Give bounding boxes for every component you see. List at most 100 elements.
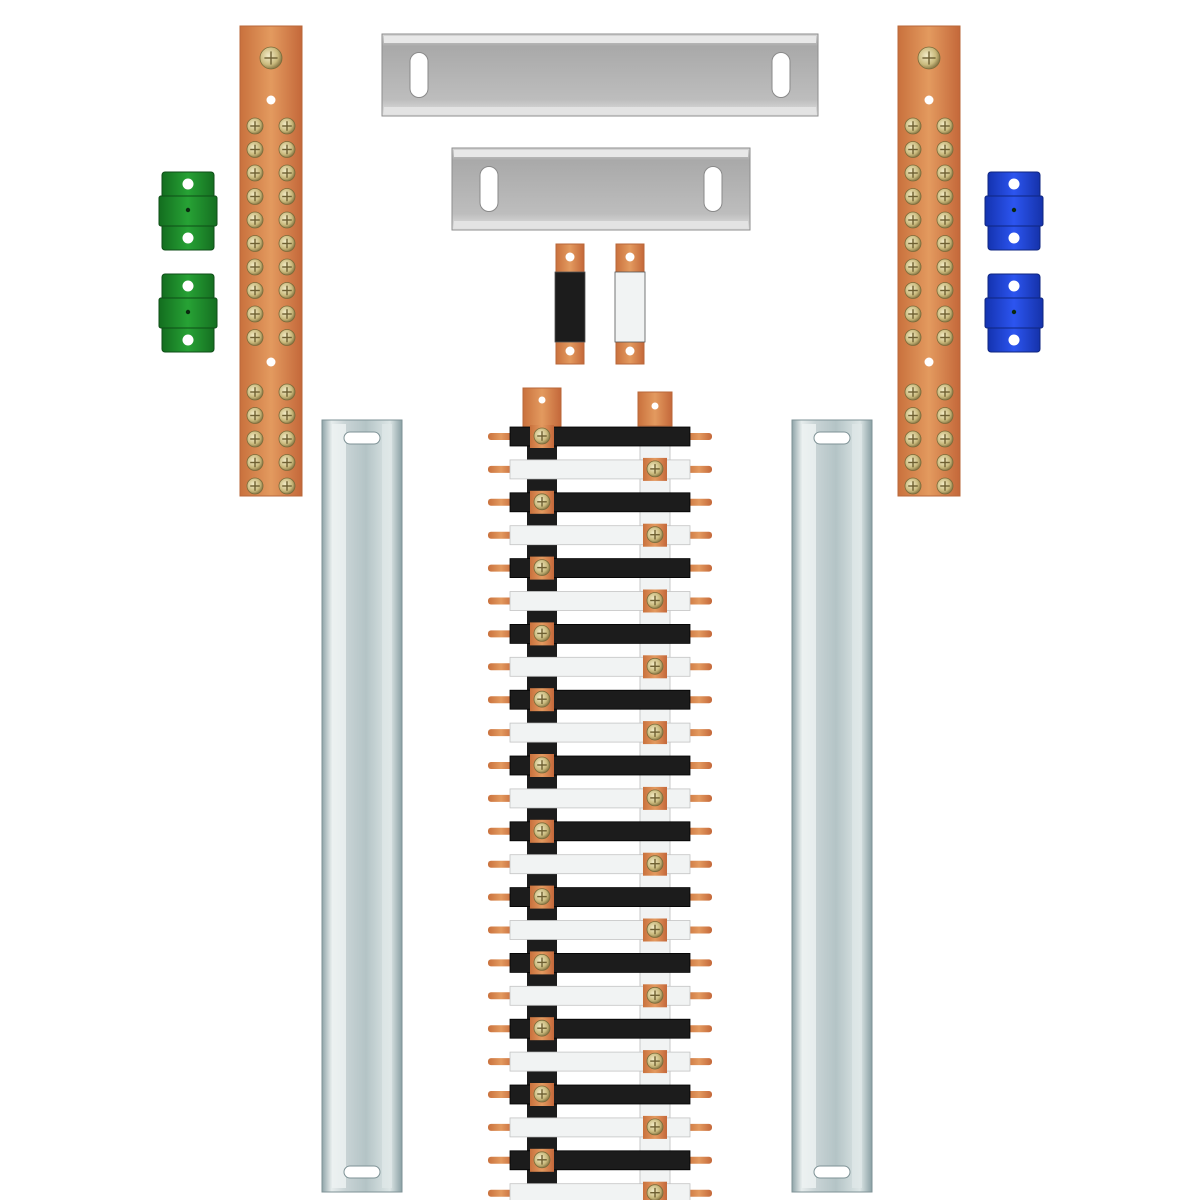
screw [246, 477, 264, 495]
comb-finger [488, 1083, 712, 1106]
mount-hole [182, 280, 194, 292]
screw [278, 141, 296, 158]
screw [936, 454, 954, 471]
comb-finger [488, 852, 712, 876]
screw [533, 1019, 551, 1037]
screw [533, 954, 551, 971]
comb-finger [488, 918, 712, 942]
insulator-blue-top [984, 171, 1044, 251]
comb-finger [488, 523, 712, 547]
mount-hole [182, 178, 194, 190]
screw [936, 383, 954, 401]
screw [259, 46, 283, 70]
screw [246, 188, 264, 205]
screw [936, 235, 954, 252]
screw [646, 592, 664, 609]
busbar-comb [488, 387, 712, 1200]
comb-finger [488, 1017, 712, 1041]
rail-slot [343, 431, 381, 445]
comb-finger [488, 819, 712, 843]
screw [904, 235, 922, 252]
comb-finger [488, 589, 712, 613]
screw [936, 430, 954, 448]
screw [246, 235, 264, 252]
rail-slot [813, 1165, 851, 1179]
comb-finger [488, 1050, 712, 1074]
screw [246, 454, 264, 471]
screw [246, 211, 264, 229]
screw [533, 559, 551, 576]
screw [646, 855, 664, 873]
screw [533, 756, 551, 774]
screw [278, 383, 296, 401]
screw [246, 141, 264, 158]
screw [246, 164, 264, 182]
comb-finger [488, 457, 712, 481]
rail-slot [479, 165, 499, 213]
screw [936, 329, 954, 346]
screw [936, 407, 954, 424]
mount-hole [1008, 280, 1020, 292]
screw [936, 211, 954, 229]
screw [646, 526, 664, 544]
screw [646, 1118, 664, 1136]
insulator-blue-bottom [984, 273, 1044, 353]
screw [278, 188, 296, 205]
screw [246, 258, 264, 276]
bus-link-white [614, 243, 646, 365]
screw [533, 427, 551, 445]
screw [904, 329, 922, 346]
screw [278, 477, 296, 495]
screw [278, 164, 296, 182]
rail-slot [703, 165, 723, 213]
terminal-hole [565, 252, 575, 262]
screw [646, 1184, 664, 1200]
screw [533, 1085, 551, 1103]
comb-finger [488, 1181, 712, 1200]
rail-slot [409, 51, 429, 99]
screw [904, 117, 922, 135]
insulator-green-top [158, 171, 218, 251]
comb-finger [488, 951, 712, 975]
screw [646, 986, 664, 1004]
screw [936, 164, 954, 182]
screw [904, 141, 922, 158]
mount-hole [182, 334, 194, 346]
screw [533, 1151, 551, 1169]
ground-bar-right [897, 25, 961, 497]
comb-finger [488, 425, 712, 448]
din-rail-long-left [321, 419, 403, 1193]
ground-bar-left [239, 25, 303, 497]
sleeve [614, 271, 646, 343]
screw [533, 822, 551, 840]
screw [904, 305, 922, 323]
screw [533, 493, 551, 511]
screw [246, 407, 264, 424]
screw [936, 477, 954, 495]
screw [278, 235, 296, 252]
screw [278, 258, 296, 276]
screw [904, 430, 922, 448]
screw [904, 407, 922, 424]
screw [936, 117, 954, 135]
screw [246, 430, 264, 448]
terminal-hole [565, 346, 575, 356]
screw [936, 282, 954, 299]
screw [246, 282, 264, 299]
screw [278, 407, 296, 424]
terminal-hole [625, 252, 635, 262]
comb-finger [488, 655, 712, 679]
din-rail-long-right [791, 419, 873, 1193]
comb-finger [488, 754, 712, 777]
mount-hole [266, 357, 276, 367]
mount-hole [1008, 178, 1020, 190]
mount-hole [266, 95, 276, 105]
screw [278, 282, 296, 299]
din-rail-short-1 [381, 33, 819, 117]
screw [246, 329, 264, 346]
screw [246, 305, 264, 323]
mount-hole [924, 95, 934, 105]
screw [533, 888, 551, 905]
screw [278, 454, 296, 471]
